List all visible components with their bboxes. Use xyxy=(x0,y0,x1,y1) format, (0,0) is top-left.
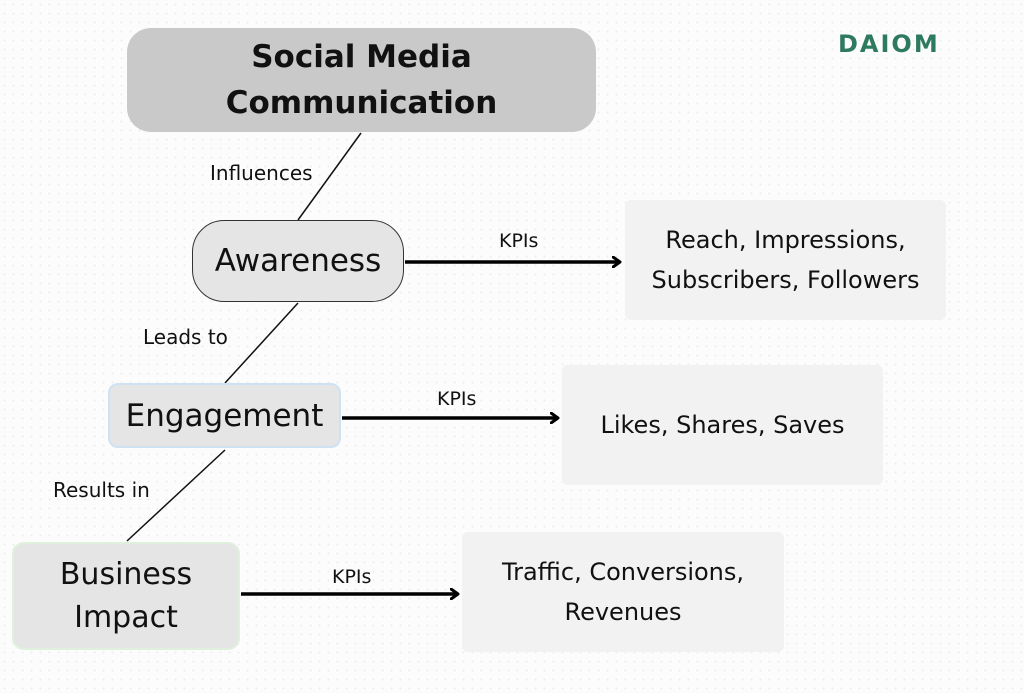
root-title-line1: Social Media xyxy=(251,39,472,75)
edge-label-leads-to: Leads to xyxy=(143,325,228,349)
kpi-awareness-line2: Subscribers, Followers xyxy=(651,266,920,294)
kpi-business-line1: Traffic, Conversions, xyxy=(501,558,745,586)
kpi-label-business: KPIs xyxy=(332,566,372,588)
link-awareness-engagement xyxy=(224,302,299,384)
link-root-awareness xyxy=(297,132,362,221)
root-node-social-media-communication: Social Media Communication xyxy=(127,28,596,132)
kpi-label-engagement: KPIs xyxy=(437,388,477,410)
daiom-logo: DAIOM xyxy=(838,30,940,58)
kpi-box-awareness: Reach, Impressions, Subscribers, Followe… xyxy=(625,200,946,320)
kpi-business-line2: Revenues xyxy=(564,598,682,626)
kpi-awareness-line1: Reach, Impressions, xyxy=(665,226,906,254)
edge-label-results-in: Results in xyxy=(53,478,150,502)
node-awareness-label: Awareness xyxy=(214,243,382,279)
root-title-line2: Communication xyxy=(225,85,498,121)
node-engagement-label: Engagement xyxy=(125,397,324,434)
kpi-box-engagement: Likes, Shares, Saves xyxy=(562,365,883,485)
edge-label-influences: Influences xyxy=(210,161,313,185)
node-engagement: Engagement xyxy=(108,383,341,448)
node-business-label-line2: Impact xyxy=(74,600,178,635)
node-awareness: Awareness xyxy=(192,220,404,302)
node-business-impact: Business Impact xyxy=(12,542,240,650)
link-engagement-business xyxy=(126,449,226,542)
kpi-engagement-line1: Likes, Shares, Saves xyxy=(600,411,845,439)
kpi-label-awareness: KPIs xyxy=(499,230,539,252)
node-business-label-line1: Business xyxy=(59,557,193,592)
kpi-box-business: Traffic, Conversions, Revenues xyxy=(462,532,784,652)
